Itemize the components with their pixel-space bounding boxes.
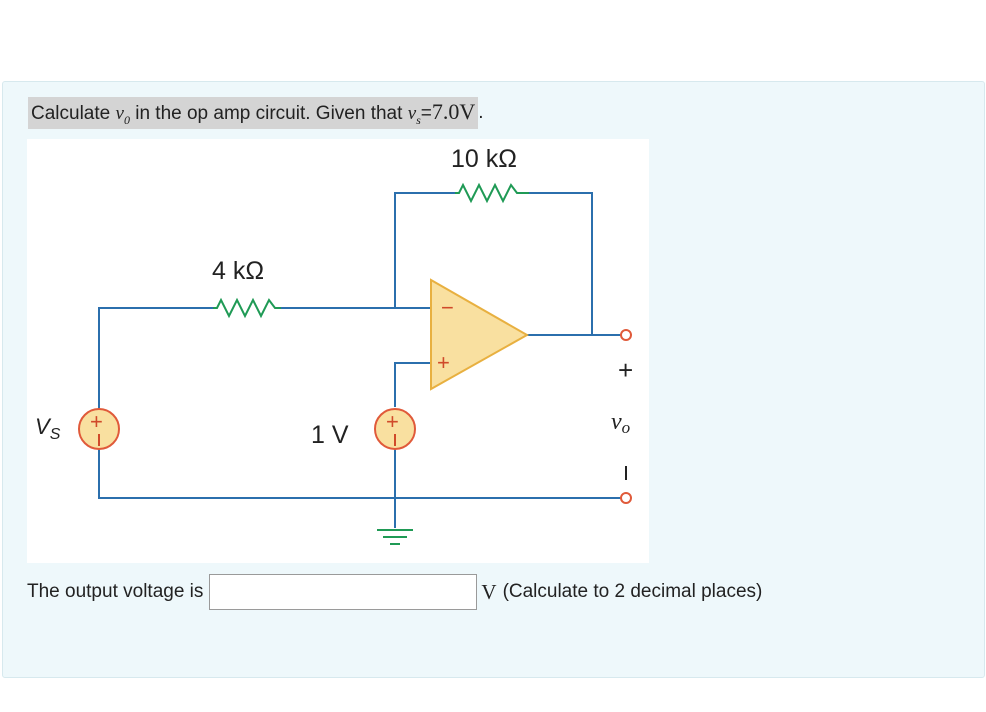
wire-noninverting: [394, 362, 431, 407]
source-vs: [78, 408, 120, 450]
resistor-4k: [213, 297, 281, 319]
circuit-diagram: − + + + 10 kΩ 4 kΩ 1 V VS + vo: [35, 145, 633, 545]
label-10k: 10 kΩ: [451, 145, 517, 173]
source-vs-plus: +: [90, 409, 103, 434]
output-voltage-input[interactable]: [209, 574, 478, 610]
question-text: Calculate v0 in the op amp circuit. Give…: [28, 96, 484, 130]
wire-feedback-right: [529, 192, 593, 335]
circuit-figure: − + + + 10 kΩ 4 kΩ 1 V VS + vo: [27, 139, 649, 563]
output-terminal-top: [620, 329, 632, 341]
source-1v: [374, 408, 416, 450]
answer-note: (Calculate to 2 decimal places): [502, 581, 763, 602]
answer-unit: V: [481, 579, 497, 604]
question-prefix: Calculate: [31, 102, 111, 124]
source-1v-plus: +: [386, 409, 399, 434]
label-vs: VS: [35, 414, 61, 443]
opamp-noninverting-mark: +: [437, 350, 450, 375]
answer-prompt: The output voltage is: [27, 581, 204, 602]
equals-sign: =: [420, 102, 432, 124]
label-4k: 4 kΩ: [212, 257, 264, 285]
question-highlight: Calculate v0 in the op amp circuit. Give…: [28, 96, 479, 130]
wires: [98, 192, 621, 528]
label-vo: vo: [611, 409, 630, 437]
wire-bottom: [98, 449, 621, 499]
question-middle: in the op amp circuit. Given that: [135, 102, 403, 124]
opamp-inverting-mark: −: [441, 295, 454, 320]
ground-icon: [377, 529, 413, 545]
wire-feedback: [394, 192, 455, 309]
opamp: [430, 278, 530, 391]
wire-input-left: [98, 307, 213, 409]
question-end: .: [478, 102, 484, 123]
output-terminal-bottom: [620, 492, 632, 504]
source-variable: vs: [407, 102, 421, 127]
answer-row: The output voltage is V (Calculate to 2 …: [27, 573, 762, 611]
resistor-10k: [455, 182, 529, 204]
output-variable: v0: [115, 102, 130, 127]
source-value: 7.0V: [431, 98, 476, 124]
label-1v: 1 V: [311, 421, 349, 449]
label-output-plus: +: [618, 355, 633, 385]
